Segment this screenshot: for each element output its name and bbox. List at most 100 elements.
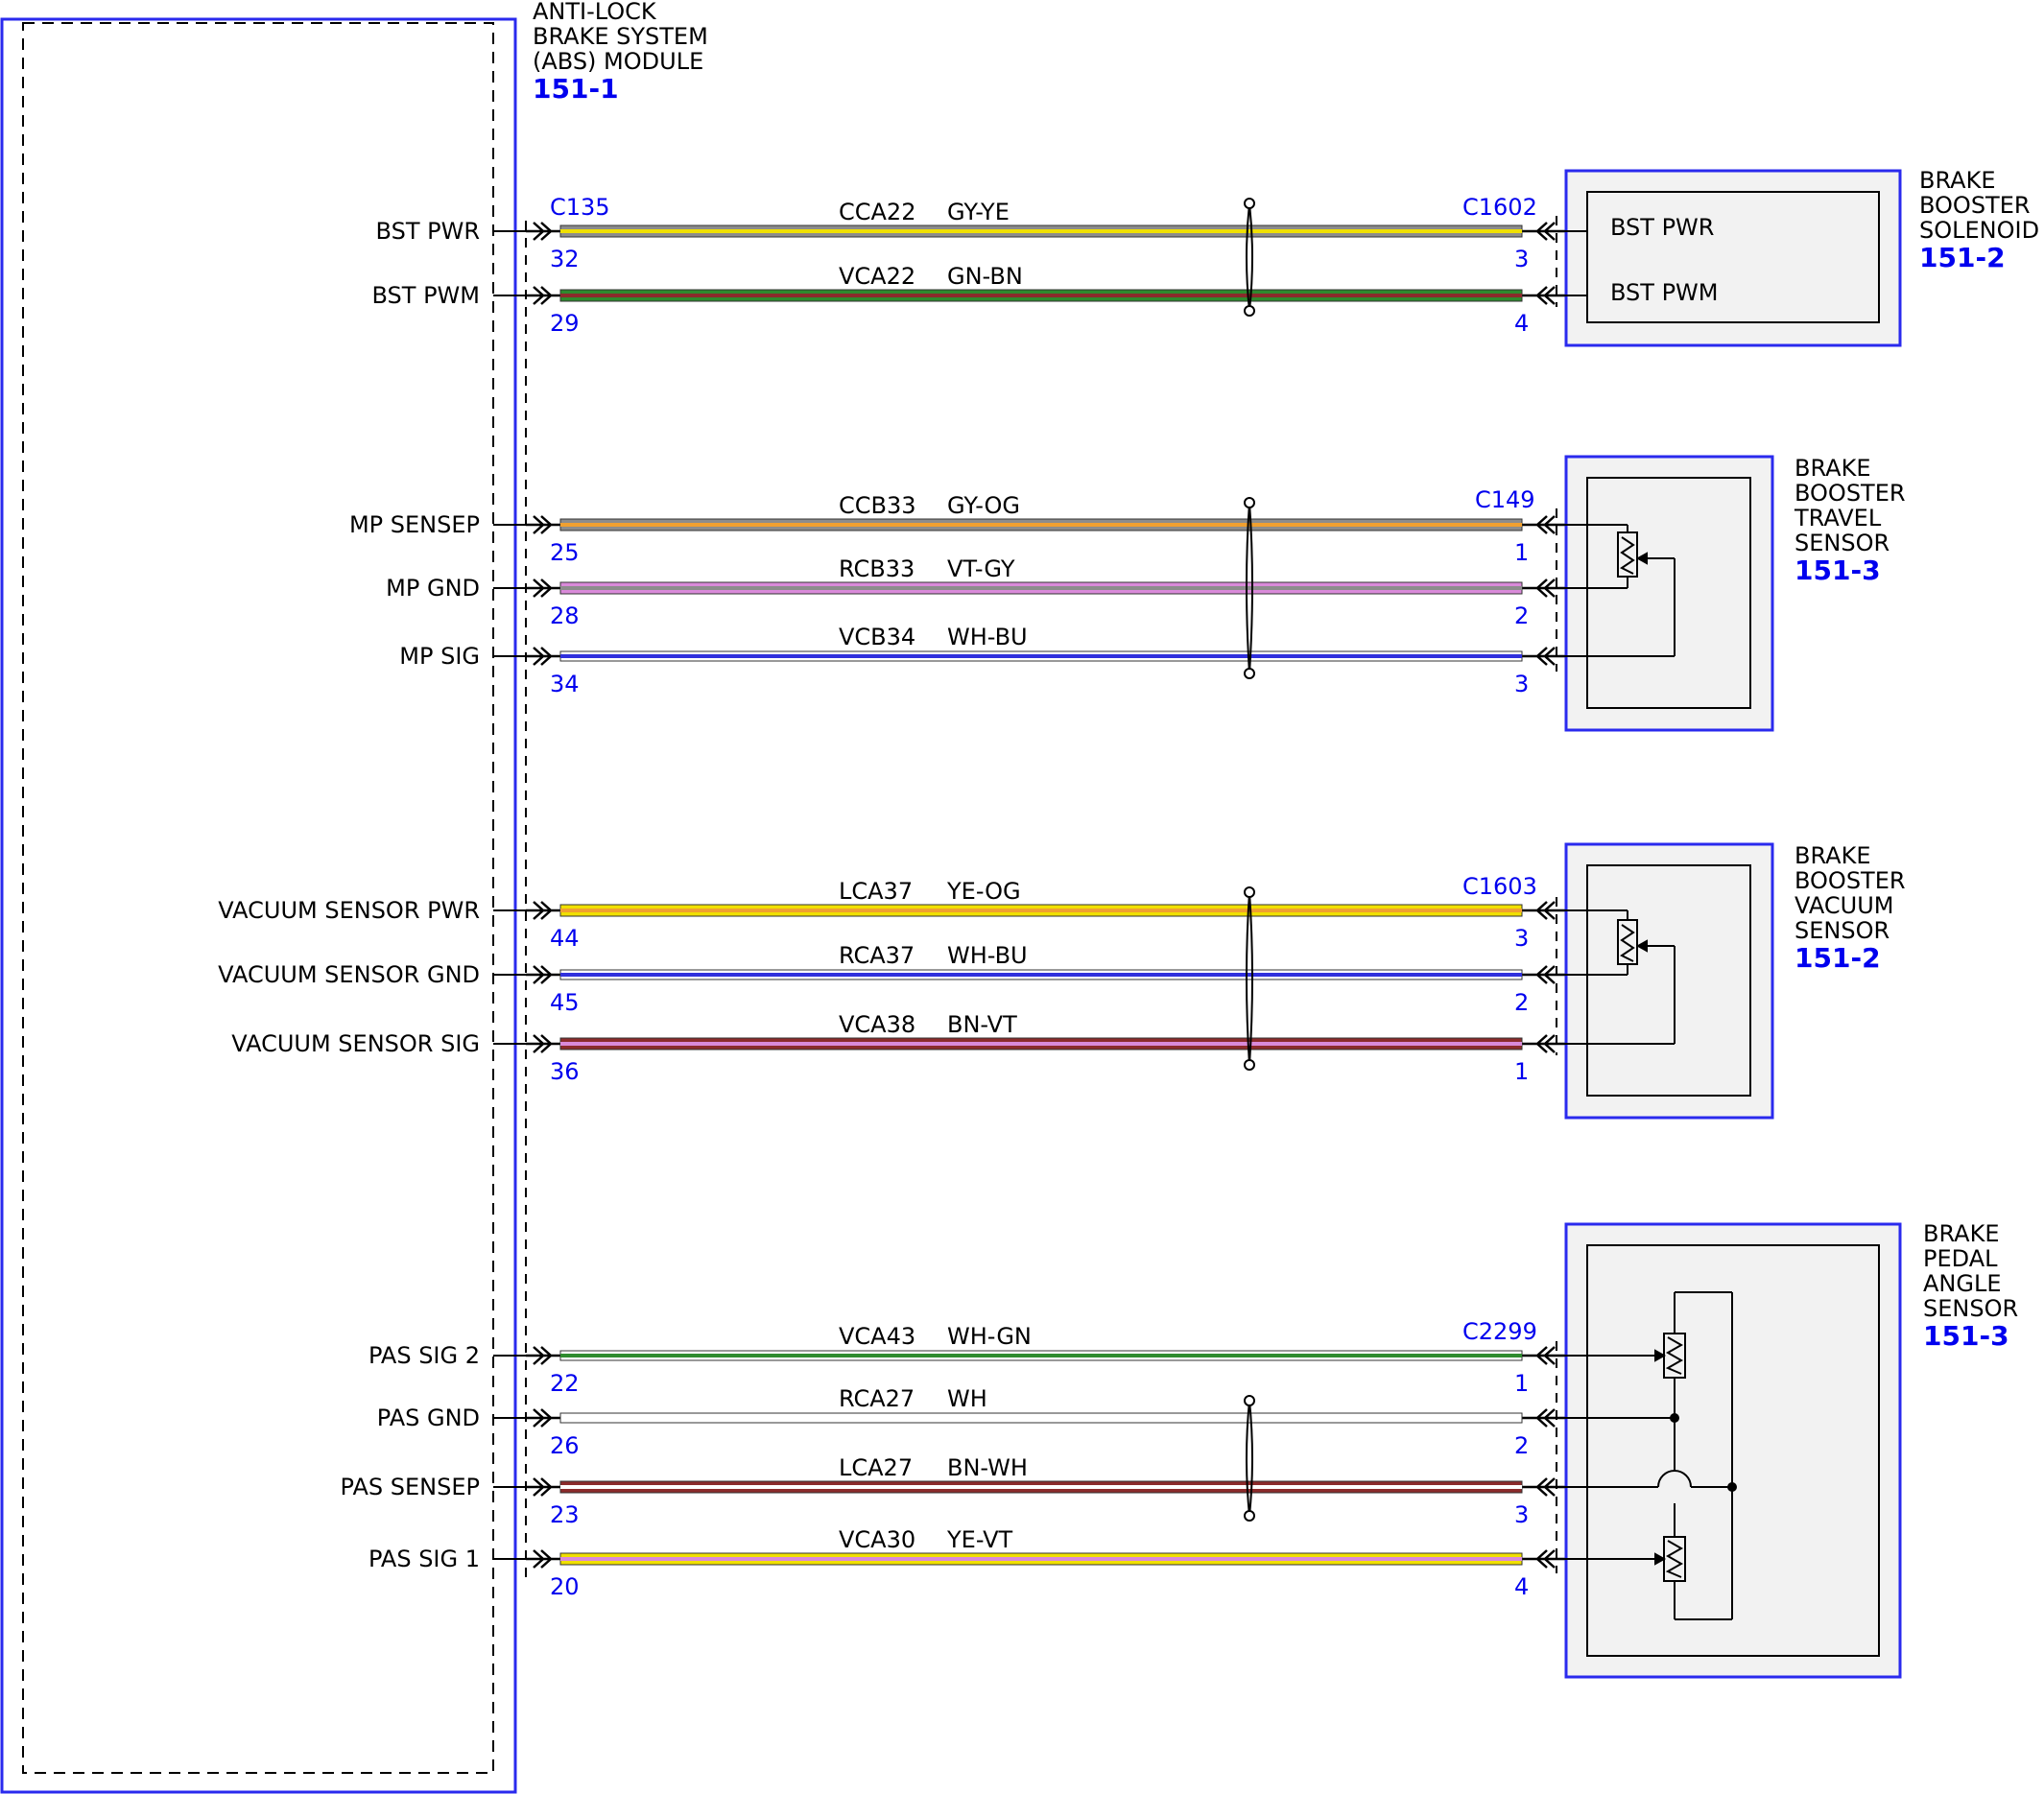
signal-label: BST PWM — [372, 282, 480, 309]
twist-end-travel-bottom — [1244, 668, 1255, 679]
male-pin-icon — [526, 1034, 560, 1053]
wire-stripe — [560, 1557, 1522, 1561]
male-pin-icon — [526, 286, 560, 305]
male-pin-icon — [526, 965, 560, 984]
wire-stripe — [560, 1354, 1522, 1357]
wire-color-label: BN-VT — [947, 1011, 1017, 1038]
pin-number-left: 26 — [550, 1432, 580, 1459]
pin-number-left: 34 — [550, 671, 580, 697]
wire-stripe — [560, 973, 1522, 977]
signal-label: VACUUM SENSOR GND — [218, 961, 480, 988]
solenoid-title-line-2: BOOSTER — [1919, 192, 2031, 219]
circuit-label: VCA38 — [839, 1011, 915, 1038]
signal-label: PAS GND — [377, 1405, 480, 1431]
wire-color-label: WH-BU — [947, 624, 1028, 650]
male-pin-icon — [526, 515, 560, 534]
male-pin-icon — [526, 1477, 560, 1497]
signal-label: MP GND — [386, 575, 480, 602]
wire-color-label: YE-OG — [946, 878, 1021, 905]
abs-module-title-line-3: (ABS) MODULE — [533, 48, 703, 75]
pin-number-right: 3 — [1514, 925, 1529, 952]
male-pin-icon — [526, 1408, 560, 1428]
abs-module-ref: 151-1 — [533, 73, 619, 105]
travel-title-line-4: SENSOR — [1794, 530, 1890, 556]
pin-number-right: 2 — [1514, 1432, 1529, 1459]
abs-module-title-line-2: BRAKE SYSTEM — [533, 23, 708, 50]
twist-end-vacuum-bottom — [1244, 1059, 1255, 1071]
vacuum-title-line-1: BRAKE — [1794, 842, 1871, 869]
brake-booster-travel-sensor: BRAKE BOOSTER TRAVEL SENSOR 151-3 — [1547, 455, 1906, 732]
pin-number-right: 4 — [1514, 310, 1529, 337]
wire-vcb34: MP SIG VCB34 WH-BU 34 3 — [399, 624, 1587, 697]
vacuum-inner-box — [1586, 864, 1751, 1097]
solenoid-inner-label-bst-pwm: BST PWM — [1610, 279, 1718, 306]
brake-booster-vacuum-sensor: BRAKE BOOSTER VACUUM SENSOR 151-2 — [1547, 842, 1906, 1120]
signal-label: MP SENSEP — [349, 511, 480, 538]
twist-end-solenoid-bottom — [1244, 305, 1255, 317]
pedal-title-line-2: PEDAL — [1923, 1245, 1998, 1272]
twist-end-pedal-top — [1244, 1395, 1255, 1406]
vacuum-ref: 151-2 — [1794, 942, 1881, 974]
wire-color-label: WH-GN — [947, 1323, 1032, 1350]
wire-stripe — [560, 1485, 1522, 1489]
wire-stripe — [560, 1042, 1522, 1046]
travel-title-line-3: TRAVEL — [1794, 505, 1882, 531]
twist-marker-solenoid — [1246, 202, 1253, 312]
pedal-dual-potentiometer-icon — [1547, 1291, 1737, 1620]
wire-stripe — [560, 229, 1522, 233]
wire-color-label: GN-BN — [947, 263, 1023, 290]
twist-end-solenoid-top — [1244, 198, 1255, 209]
solenoid-title-line-1: BRAKE — [1919, 167, 1996, 194]
male-pin-icon — [526, 222, 560, 241]
signal-label: MP SIG — [399, 643, 480, 670]
wire-stripe — [560, 909, 1522, 912]
circuit-label: CCB33 — [839, 492, 916, 519]
twist-end-travel-top — [1244, 497, 1255, 508]
connector-c135-label: C135 — [550, 194, 610, 221]
circuit-label: VCB34 — [839, 624, 915, 650]
male-pin-icon — [526, 1549, 560, 1569]
brake-booster-solenoid: BST PWR BST PWM BRAKE BOOSTER SOLENOID 1… — [1547, 167, 2039, 347]
travel-ref: 151-3 — [1794, 555, 1881, 586]
pin-number-right: 1 — [1514, 1370, 1529, 1397]
wire-stripe — [560, 523, 1522, 527]
male-pin-icon — [526, 1346, 560, 1365]
pin-number-right: 3 — [1514, 671, 1529, 697]
wire-vca22: BST PWM VCA22 GN-BN 29 4 — [372, 263, 1587, 337]
pin-number-left: 20 — [550, 1573, 580, 1600]
circuit-label: VCA22 — [839, 263, 915, 290]
twist-end-pedal-bottom — [1244, 1510, 1255, 1522]
pin-number-left: 32 — [550, 246, 580, 272]
male-pin-icon — [526, 578, 560, 598]
abs-module: ANTI-LOCK BRAKE SYSTEM (ABS) MODULE 151-… — [0, 0, 708, 1794]
male-pin-icon — [526, 647, 560, 666]
pin-number-right: 3 — [1514, 1501, 1529, 1528]
pin-number-left: 44 — [550, 925, 580, 952]
wire-body — [559, 1412, 1523, 1424]
travel-title-line-1: BRAKE — [1794, 455, 1871, 482]
wire-color-label: BN-WH — [947, 1454, 1028, 1481]
twist-marker-vacuum — [1246, 891, 1253, 1066]
male-pin-icon — [526, 901, 560, 920]
pin-number-left: 28 — [550, 602, 580, 629]
pin-number-left: 29 — [550, 310, 580, 337]
pedal-ref: 151-3 — [1923, 1320, 2009, 1352]
connector-c149-label: C149 — [1475, 486, 1535, 513]
pin-number-right: 2 — [1514, 602, 1529, 629]
pin-number-right: 4 — [1514, 1573, 1529, 1600]
circuit-label: RCA37 — [839, 942, 915, 969]
vacuum-title-line-2: BOOSTER — [1794, 867, 1906, 894]
twist-marker-travel — [1246, 502, 1253, 674]
brake-pedal-angle-sensor: BRAKE PEDAL ANGLE SENSOR 151-3 — [1547, 1220, 2018, 1679]
connector-c1602-label: C1602 — [1462, 194, 1537, 221]
pedal-title-line-3: ANGLE — [1923, 1270, 2002, 1297]
